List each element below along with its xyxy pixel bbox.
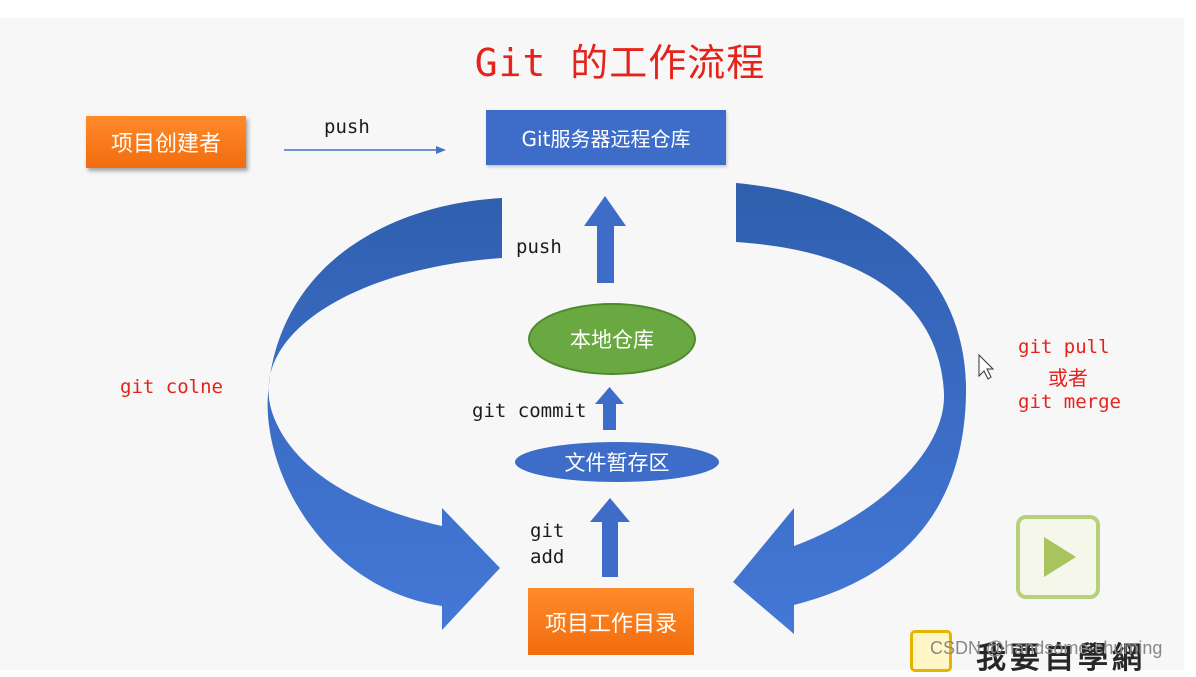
staging-area-label: 文件暂存区 <box>564 451 670 475</box>
git-clone-label: git colne <box>120 376 223 398</box>
project-creator-label: 项目创建者 <box>110 132 221 157</box>
git-commit-label: git commit <box>472 400 587 422</box>
remote-repo-label: Git服务器远程仓库 <box>521 127 691 151</box>
csdn-watermark: CSDN @handsome-chuming <box>930 638 1163 658</box>
mouse-cursor-icon <box>978 353 995 380</box>
add-up-arrow <box>590 498 630 577</box>
git-merge-label: git merge <box>1018 391 1121 413</box>
working-directory-box: 项目工作目录 <box>528 588 694 655</box>
working-directory-label: 项目工作目录 <box>544 611 677 637</box>
local-repo-label: 本地仓库 <box>570 328 654 352</box>
push-arrow-head <box>436 146 446 154</box>
page-title: Git 的工作流程 <box>474 41 766 85</box>
clone-curved-arrow <box>267 198 502 630</box>
local-repo-node: 本地仓库 <box>528 303 696 375</box>
site-logo-icon <box>910 630 952 672</box>
push-up-arrow <box>584 196 626 283</box>
staging-area-node: 文件暂存区 <box>515 442 719 482</box>
or-label: 或者 <box>1048 366 1088 390</box>
commit-up-arrow <box>595 387 624 430</box>
git-pull-label: git pull <box>1018 336 1110 358</box>
git-add-label-line1: git <box>530 520 565 542</box>
play-button[interactable] <box>1016 515 1100 599</box>
git-add-label-line2: add <box>530 546 565 568</box>
play-icon <box>1044 537 1076 577</box>
remote-repo-box: Git服务器远程仓库 <box>486 110 726 165</box>
pull-curved-arrow <box>733 183 967 634</box>
push-top-label: push <box>324 116 370 138</box>
push-mid-label: push <box>516 236 562 258</box>
project-creator-box: 项目创建者 <box>86 116 246 168</box>
